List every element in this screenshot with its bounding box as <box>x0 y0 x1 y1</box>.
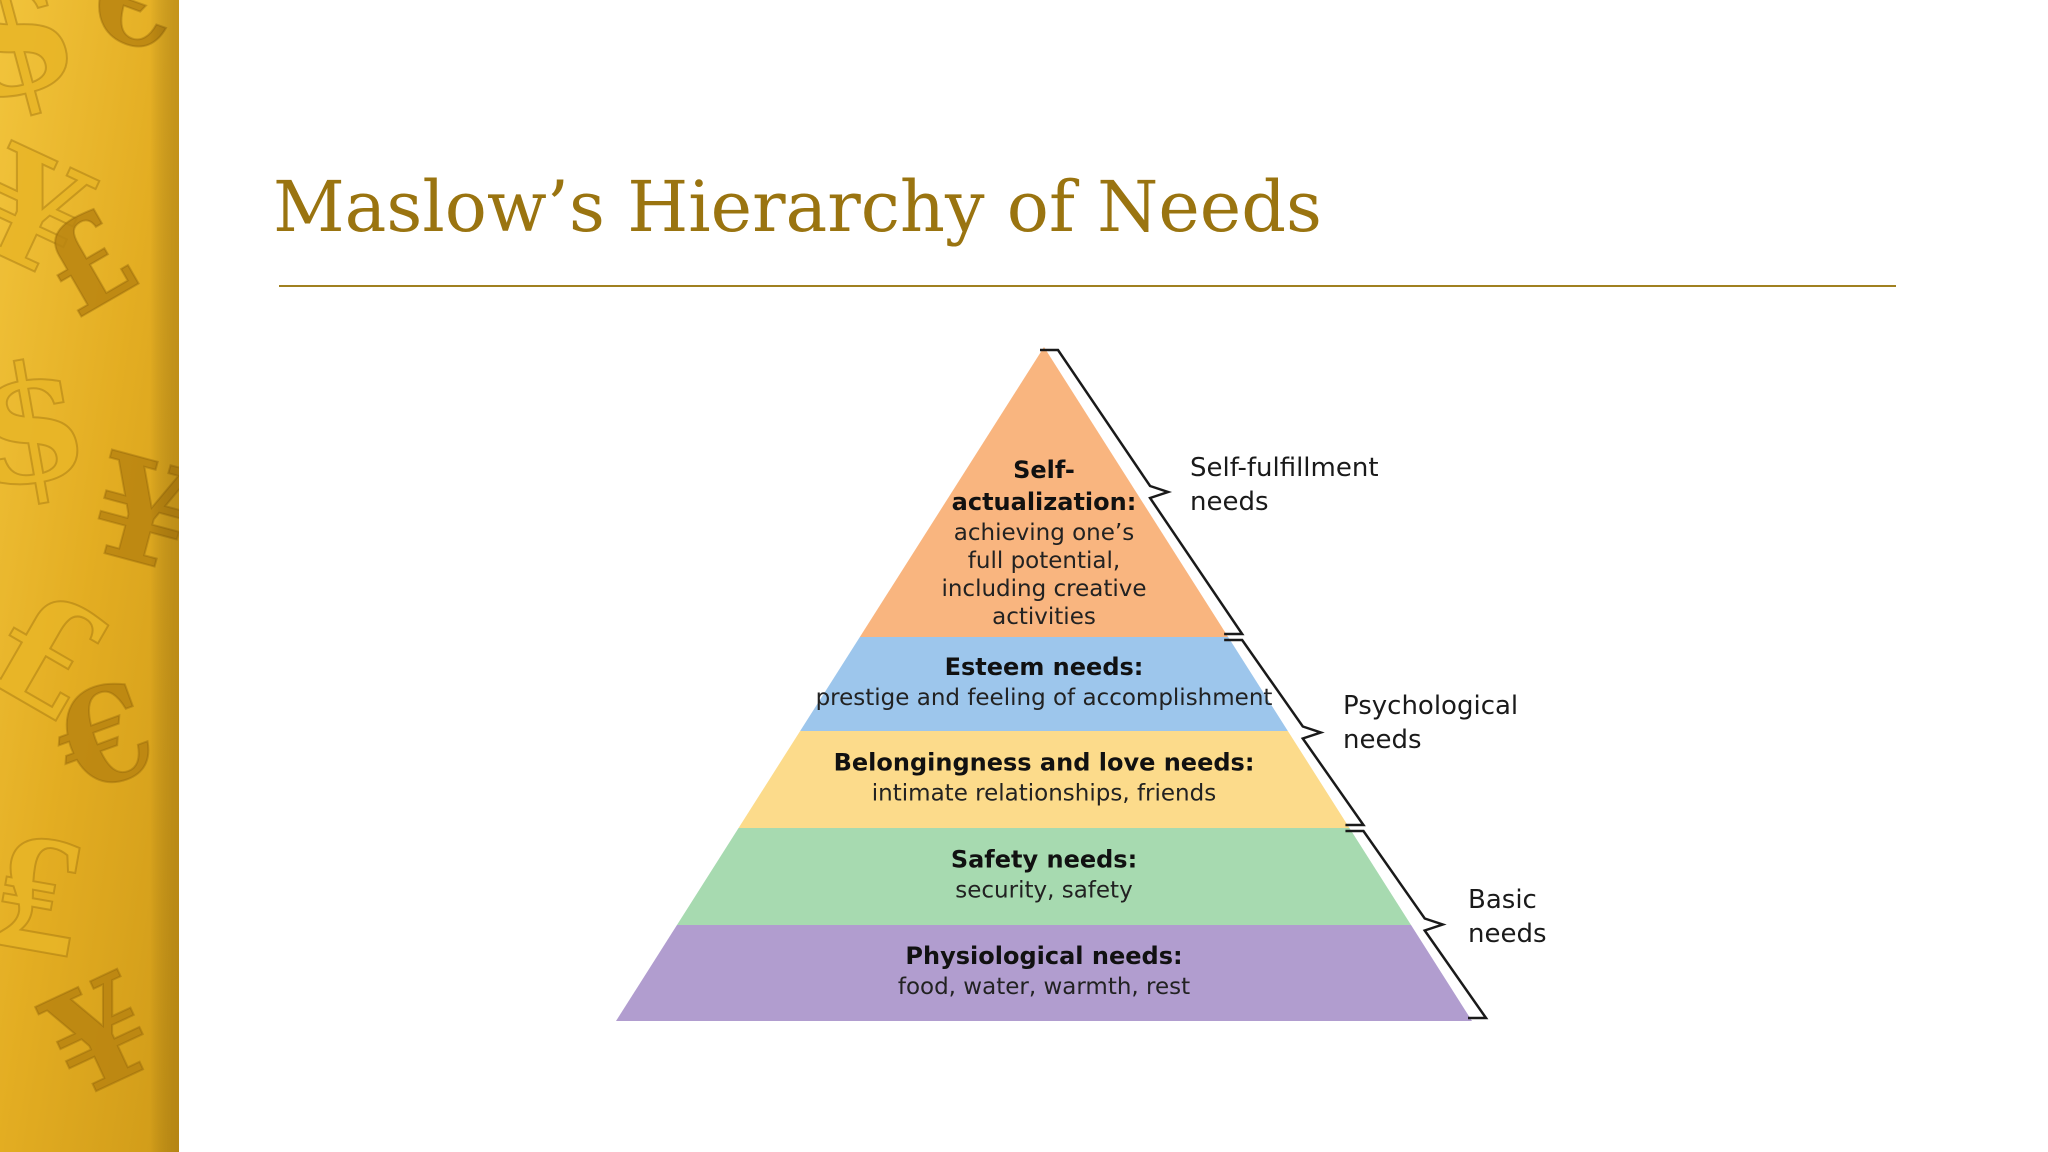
level-description: including creative <box>941 576 1146 602</box>
group-label-self-fulfillment: Self-fulfillment <box>1190 453 1379 483</box>
level-description: security, safety <box>955 878 1132 904</box>
level-description: achieving one’s <box>954 520 1134 546</box>
level-description: prestige and feeling of accomplishment <box>816 685 1273 711</box>
level-heading: Esteem needs: <box>945 653 1144 681</box>
group-bracket-self-fulfillment <box>1040 348 1245 636</box>
group-label-basic: Basic <box>1468 885 1537 915</box>
level-heading: Self- <box>1013 456 1075 484</box>
level-heading: Belongingness and love needs: <box>834 749 1255 777</box>
level-heading: Physiological needs: <box>905 942 1182 970</box>
pyramid-level-physiological <box>616 925 1472 1021</box>
slide-title: Maslow’s Hierarchy of Needs <box>273 166 1322 248</box>
level-heading: actualization: <box>952 488 1137 516</box>
pyramid-level-self-actualization <box>859 347 1229 637</box>
group-label-basic: needs <box>1468 919 1547 949</box>
currency-pattern-image: $€¥£$¥£€₤¥ <box>0 0 179 1152</box>
title-divider <box>279 285 1896 287</box>
pyramid-level-esteem <box>800 637 1288 731</box>
group-label-psychological: needs <box>1343 725 1422 755</box>
decorative-sidebar: $€¥£$¥£€₤¥ <box>0 0 179 1152</box>
group-label-psychological: Psychological <box>1343 691 1518 721</box>
pyramid-level-belonging <box>738 731 1350 828</box>
group-bracket-psychological <box>1224 638 1366 827</box>
level-description: food, water, warmth, rest <box>898 974 1190 1000</box>
level-heading: Safety needs: <box>951 846 1137 874</box>
level-description: activities <box>992 604 1096 630</box>
pyramid-level-safety <box>676 828 1412 925</box>
group-bracket-basic <box>1345 829 1489 1020</box>
group-label-self-fulfillment: needs <box>1190 487 1269 517</box>
level-description: intimate relationships, friends <box>872 781 1216 807</box>
level-description: full potential, <box>968 548 1120 574</box>
